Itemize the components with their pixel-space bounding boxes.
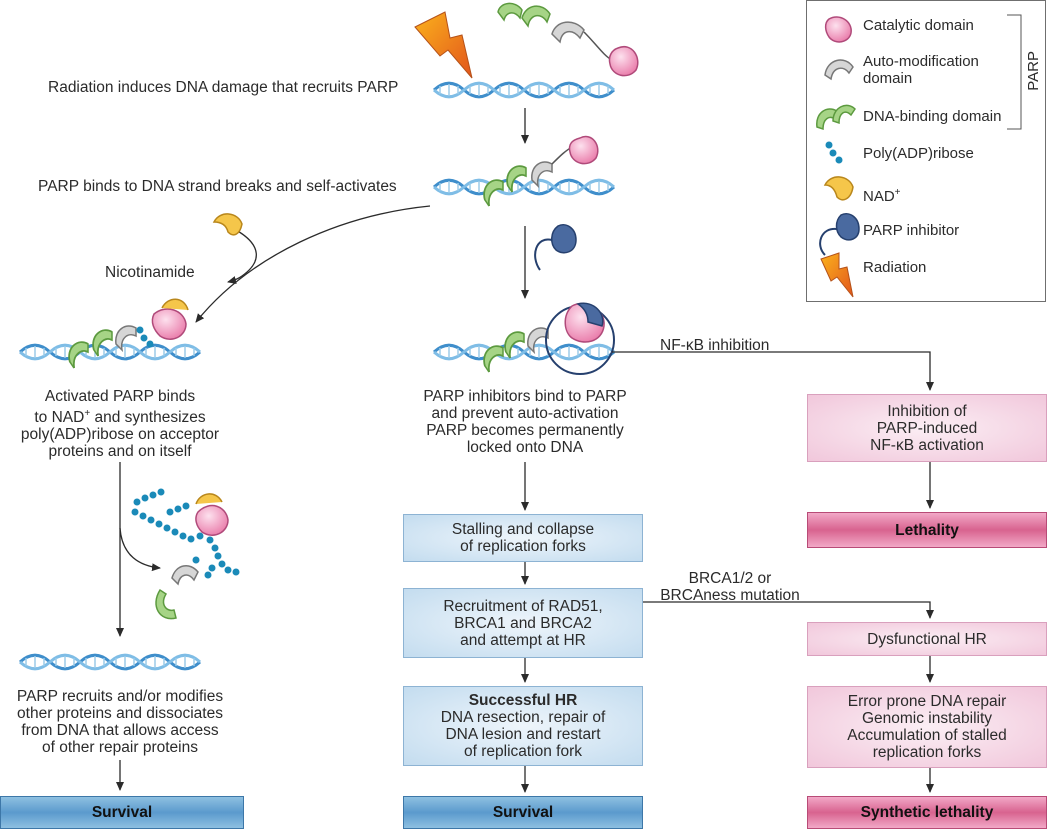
box-synthetic-lethality: Synthetic lethality bbox=[807, 796, 1047, 829]
box-nfkb-activation: Inhibition of PARP-induced NF-κB activat… bbox=[807, 394, 1047, 462]
legend-dnabinding: DNA-binding domain bbox=[863, 108, 1002, 125]
radiation-icon bbox=[820, 252, 854, 298]
box-successful-hr: Successful HR DNA resection, repair of D… bbox=[403, 686, 643, 766]
dna-helix-bound bbox=[432, 178, 616, 196]
activated-line-2: to NAD+ and synthesizes bbox=[34, 408, 206, 427]
dna-helix-inhibited bbox=[432, 343, 616, 361]
legend-polyadp: Poly(ADP)ribose bbox=[863, 145, 974, 162]
legend-parp-group: PARP bbox=[1025, 51, 1042, 91]
label-nfkb-inhibition: NF-κB inhibition bbox=[660, 337, 770, 354]
poly-adp-ribose-icon bbox=[825, 141, 843, 164]
activated-line-4: proteins and on itself bbox=[48, 443, 192, 461]
box-stalling-forks: Stalling and collapse of replication for… bbox=[403, 514, 643, 562]
parp-inhibited bbox=[483, 302, 615, 375]
legend-radiation: Radiation bbox=[863, 259, 927, 276]
catalytic-domain-icon bbox=[824, 16, 852, 43]
box-dysfunctional-hr: Dysfunctional HR bbox=[807, 622, 1047, 656]
box-lethality: Lethality bbox=[807, 512, 1047, 548]
parp-activated bbox=[68, 298, 189, 369]
dna-helix-repaired bbox=[18, 653, 202, 671]
legend: Catalytic domain Auto-modification domai… bbox=[806, 0, 1046, 302]
label-activated-parp: Activated PARP binds to NAD+ and synthes… bbox=[0, 388, 240, 460]
label-binds-step: PARP binds to DNA strand breaks and self… bbox=[38, 178, 397, 195]
nad-icon bbox=[823, 176, 854, 201]
label-radiation-step: Radiation induces DNA damage that recrui… bbox=[48, 79, 399, 96]
inhibitor-icon-flow bbox=[534, 224, 577, 271]
box-error-prone: Error prone DNA repair Genomic instabili… bbox=[807, 686, 1047, 768]
arrow-brca bbox=[642, 601, 934, 619]
dna-helix-top bbox=[432, 81, 616, 99]
legend-inhibitor: PARP inhibitor bbox=[863, 222, 960, 239]
legend-catalytic: Catalytic domain bbox=[863, 17, 974, 34]
parp-inhibitor-icon bbox=[819, 213, 860, 256]
arrow-nfkb bbox=[612, 351, 934, 391]
parp-bracket bbox=[1007, 14, 1022, 130]
box-survival-mid: Survival bbox=[403, 796, 643, 829]
arrow-nicotinamide bbox=[227, 229, 257, 284]
activated-line-1: Activated PARP binds bbox=[44, 388, 196, 405]
box-recruitment-rad51: Recruitment of RAD51, BRCA1 and BRCA2 an… bbox=[403, 588, 643, 658]
arrow-to-dissociated bbox=[119, 527, 161, 572]
legend-icons bbox=[816, 14, 1022, 298]
legend-automod: Auto-modification domain bbox=[863, 53, 979, 87]
label-brca-mutation: BRCA1/2 or BRCAness mutation bbox=[660, 570, 800, 604]
arrow-curve-to-activated bbox=[195, 205, 431, 323]
parp-dissociated bbox=[131, 488, 240, 620]
label-parp-recruits: PARP recruits and/or modifies other prot… bbox=[16, 688, 224, 756]
nad-icon-flow bbox=[212, 213, 243, 236]
dna-binding-domain-icon bbox=[816, 104, 856, 131]
activated-line-3: poly(ADP)ribose on acceptor bbox=[20, 426, 220, 444]
dna-helix-activated bbox=[18, 343, 202, 361]
label-inhibitors-bind: PARP inhibitors bind to PARP and prevent… bbox=[423, 388, 627, 456]
radiation-bolt-top bbox=[414, 11, 473, 79]
legend-nad: NAD+ bbox=[863, 187, 901, 205]
parp-bound bbox=[483, 135, 599, 207]
auto-modification-domain-icon bbox=[824, 59, 854, 81]
box-survival-left: Survival bbox=[0, 796, 244, 829]
free-parp-top bbox=[497, 2, 639, 77]
label-nicotinamide: Nicotinamide bbox=[105, 264, 195, 281]
